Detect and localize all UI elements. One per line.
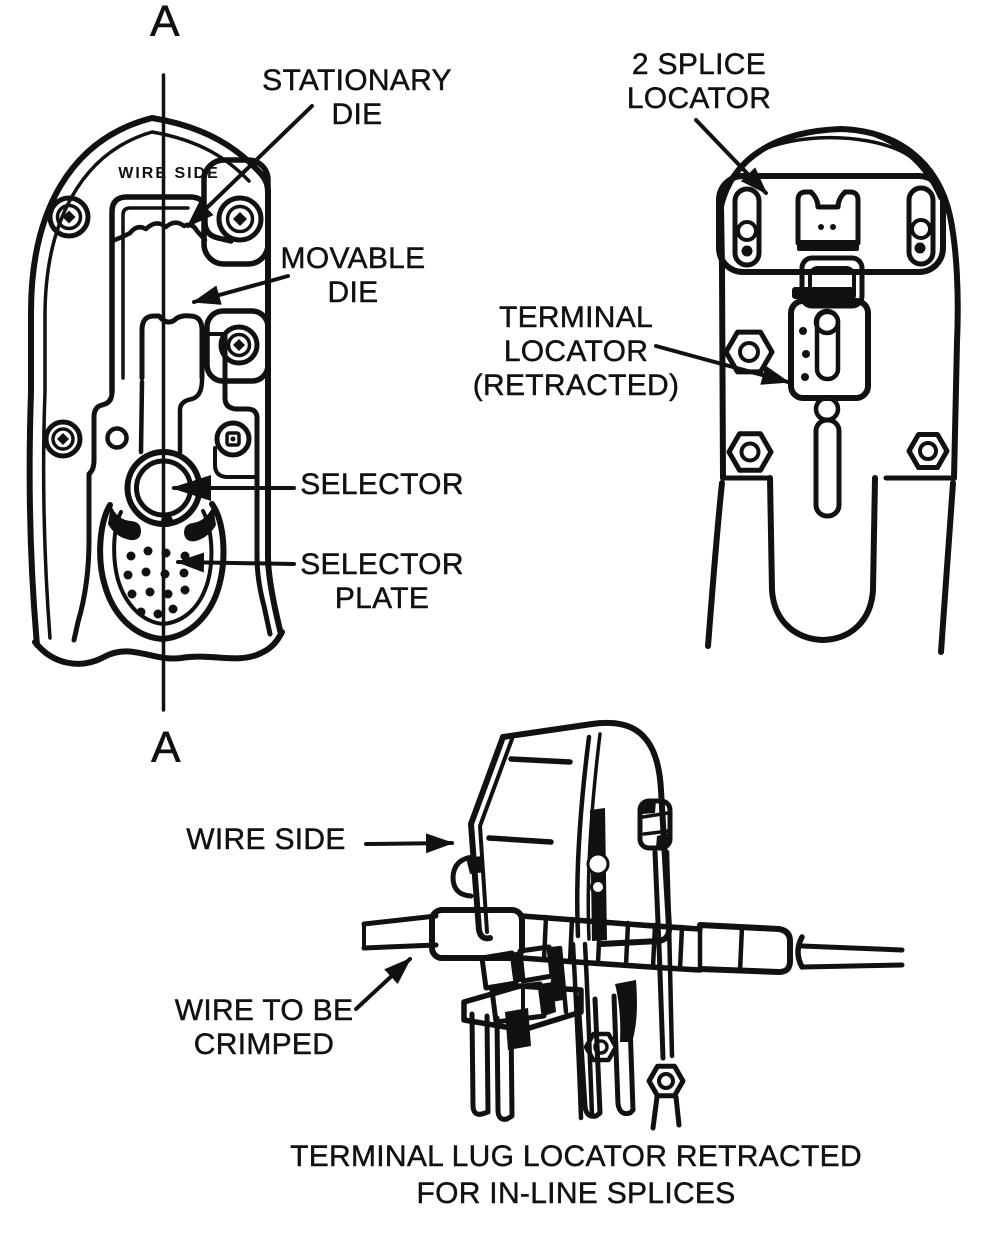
- callout-arrows: [171, 104, 790, 1011]
- center-bars: [557, 941, 595, 1121]
- head-foot-shadow: [466, 856, 485, 874]
- locator-pin: [813, 395, 841, 423]
- rear-u-cutout: [767, 475, 878, 643]
- callout-movable-die: MOVABLE DIE: [280, 242, 426, 309]
- screw-low-left: [43, 419, 83, 459]
- section-marker-bottom: A: [151, 723, 181, 772]
- callout-wire-to-be-crimped: WIRE TO BE CRIMPED: [174, 994, 354, 1061]
- rear-view-drawing: [705, 126, 961, 655]
- wire-side-stamp: WIRE SIDE: [118, 165, 220, 182]
- terminal-locator-part: [788, 298, 871, 401]
- selector-plate-markings: [123, 546, 190, 619]
- selector-plate-arrow: [176, 552, 296, 573]
- screw-top-right: [216, 195, 264, 243]
- rear-leg-left: [705, 480, 725, 649]
- callout-selector: SELECTOR: [300, 468, 464, 501]
- head-outline: [500, 719, 673, 947]
- center-clevis: [795, 189, 861, 246]
- callout-splice-locator: 2 SPLICE LOCATOR: [626, 48, 772, 115]
- rear-leg-right: [938, 480, 956, 655]
- plate-step-right: [213, 446, 259, 479]
- movable-die-shape: [139, 313, 205, 381]
- latch-bar: [792, 287, 856, 299]
- callout-stationary-die: STATIONARY DIE: [262, 64, 452, 131]
- callout-selector-plate: SELECTOR PLATE: [300, 548, 464, 615]
- locator-track-slot: [813, 417, 842, 519]
- hanger-rod: [646, 849, 686, 1131]
- clevis-bar: [797, 240, 859, 251]
- callout-wire-side: WIRE SIDE: [186, 823, 346, 856]
- hex-nut-lower-left: [726, 431, 774, 473]
- rear-dome-crescent: [874, 134, 942, 200]
- die-pad-lower: [204, 308, 271, 384]
- head-left-inner: [478, 737, 514, 934]
- screw-top-left: [47, 195, 91, 239]
- die-channel: [109, 194, 234, 395]
- plate-edge-left: [71, 389, 115, 643]
- head-right-inner-2: [586, 732, 602, 941]
- splice-locator-slot-right: [906, 185, 936, 267]
- wing-screw: [637, 798, 673, 851]
- front-body-inner-line: [41, 130, 251, 640]
- callout-terminal-locator: TERMINAL LOCATOR (RETRACTED): [472, 301, 680, 402]
- head-dash-lower: [486, 835, 554, 845]
- ram-step: [177, 377, 205, 455]
- ram-left: [138, 379, 145, 455]
- splice-locator-arrow: [694, 118, 768, 195]
- screw-mid-right: [218, 324, 260, 366]
- front-break-edge: [32, 629, 285, 667]
- rear-body-outline: [718, 126, 961, 481]
- front-view-drawing: [26, 115, 285, 667]
- latch-housing: [799, 255, 865, 309]
- die-channel-inner: [121, 206, 190, 380]
- figure-caption: TERMINAL LUG LOCATOR RETRACTED FOR IN-LI…: [290, 1140, 862, 1210]
- screw-low-right: [214, 420, 252, 458]
- head-right-inner-1: [574, 734, 592, 939]
- perspective-view-drawing: [361, 719, 905, 1131]
- pivot-hole: [105, 426, 129, 450]
- splice-locator-plate: [716, 173, 946, 275]
- wire-side-arrow: [364, 833, 454, 854]
- plate-edge-right: [222, 331, 273, 637]
- head-dash-upper: [508, 756, 573, 765]
- right-fork: [575, 992, 636, 1119]
- head-left-edge: [468, 734, 506, 942]
- splice-locator-slot-left: [732, 186, 762, 268]
- movable-die-arrow: [192, 274, 290, 305]
- section-marker-top: A: [150, 0, 180, 46]
- hex-nut-lower-right: [906, 432, 950, 470]
- wire-crimped-arrow: [354, 957, 412, 1011]
- head-left-tab: [450, 854, 476, 899]
- selector-clip-right: [184, 506, 216, 542]
- terminal-locator-arrow: [654, 344, 790, 385]
- selector-clip-left: [108, 505, 141, 541]
- stationary-die-arrow: [186, 104, 314, 228]
